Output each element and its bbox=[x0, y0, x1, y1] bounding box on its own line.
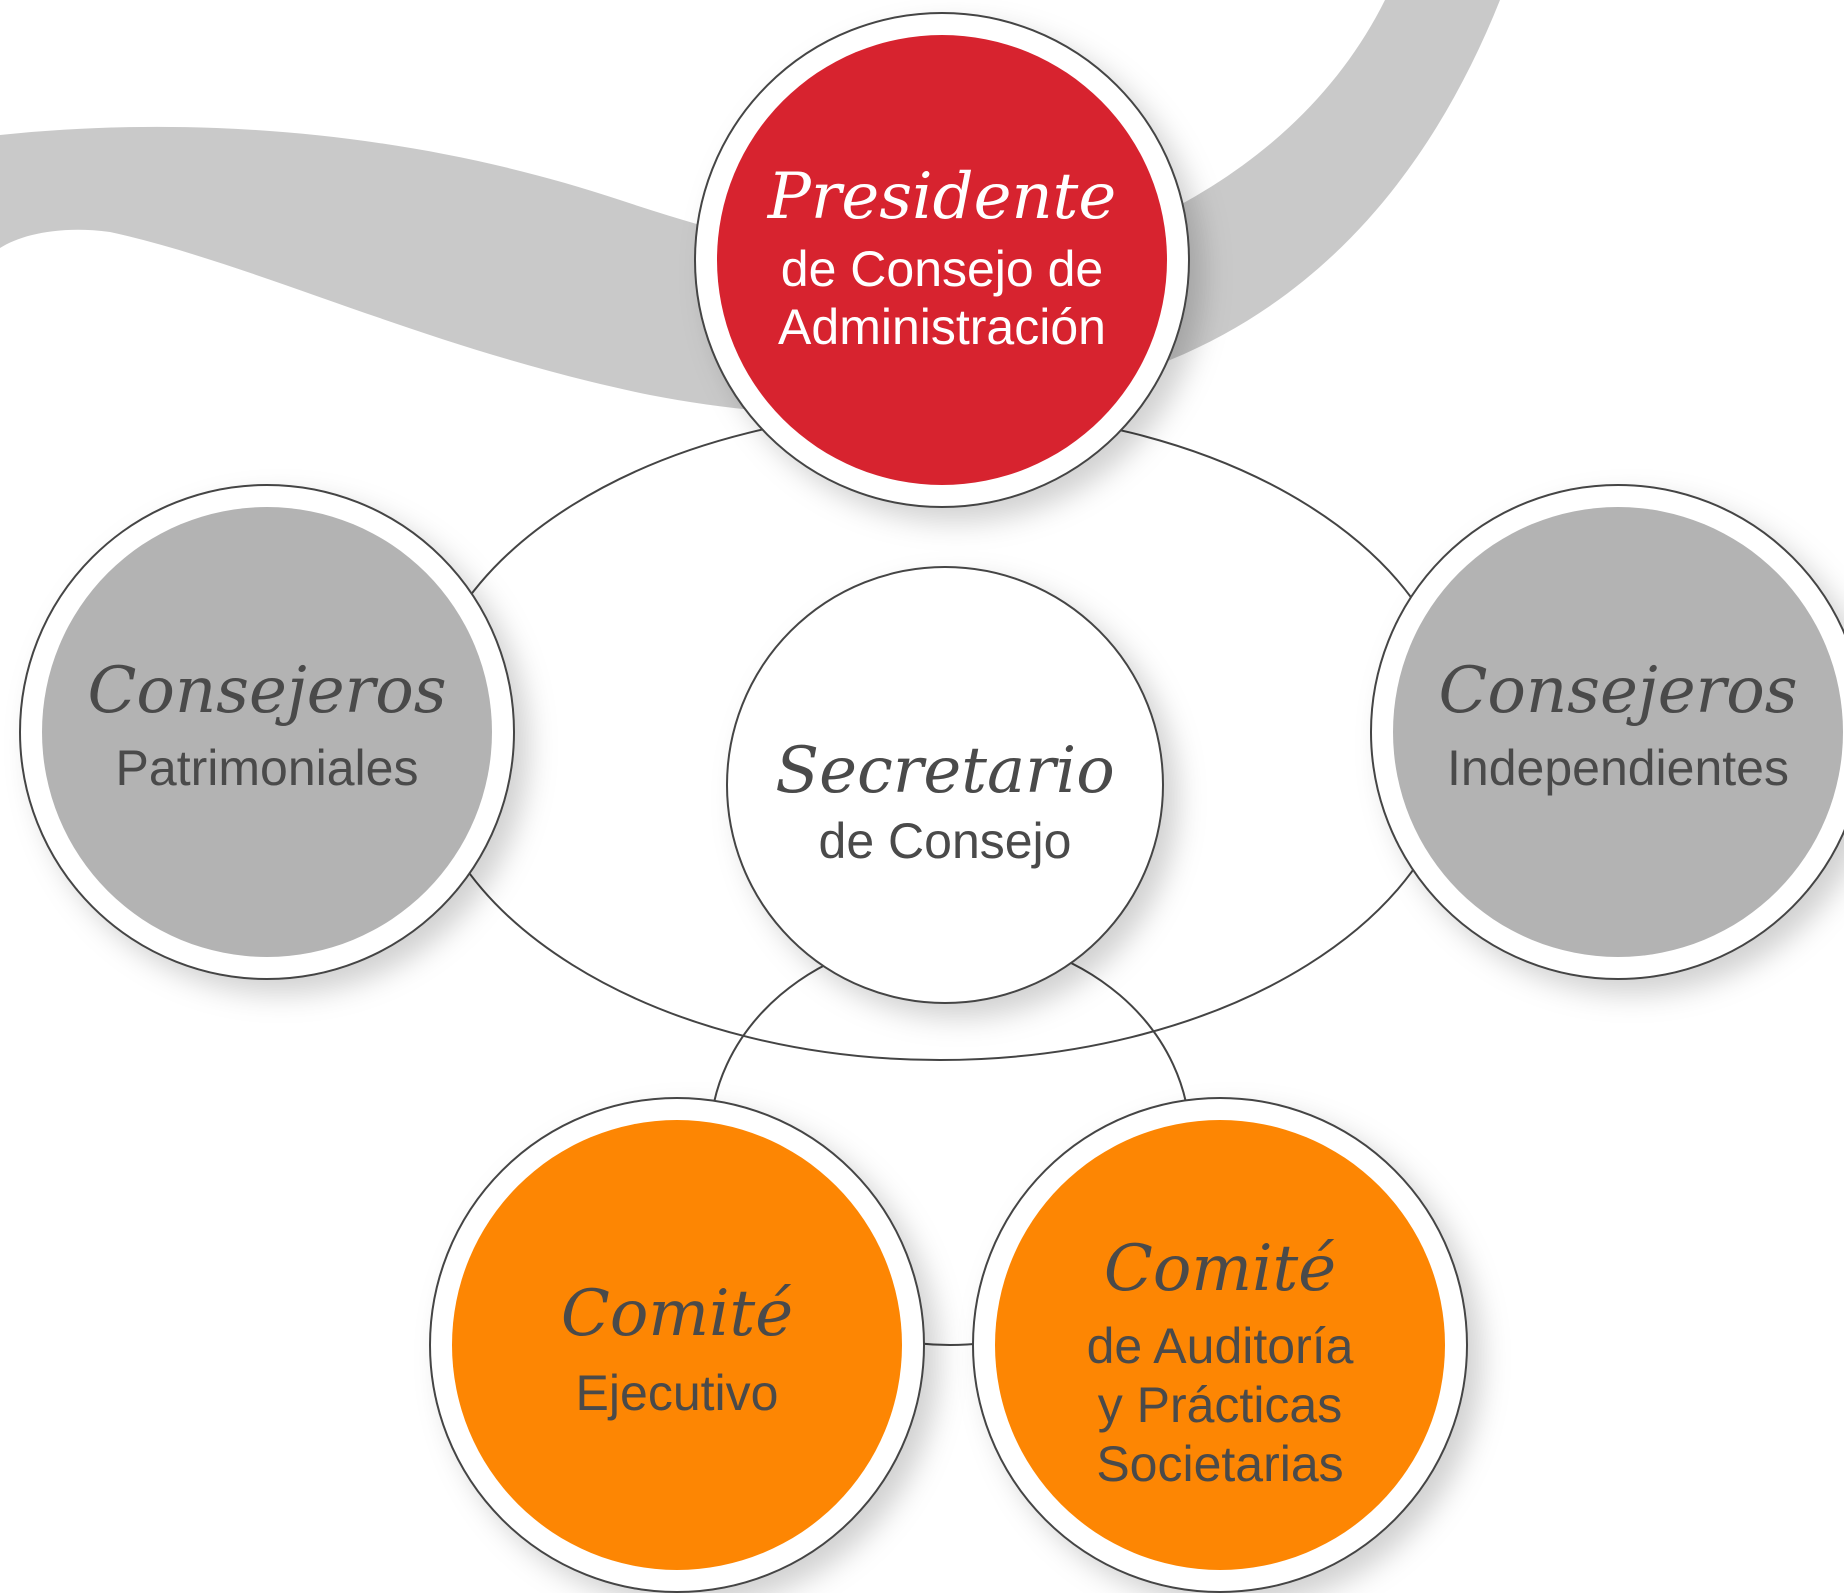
node-independientes-fill bbox=[1393, 507, 1843, 957]
node-secretario-line1: de Consejo bbox=[819, 813, 1072, 869]
node-ejecutivo-fill bbox=[452, 1120, 902, 1570]
node-ejecutivo-line1: Ejecutivo bbox=[576, 1365, 779, 1421]
node-consejeros-independientes: Consejeros Independientes bbox=[1370, 484, 1844, 980]
node-patrimoniales-title: Consejeros bbox=[87, 654, 446, 728]
node-auditoria-line1: de Auditoría bbox=[1087, 1318, 1354, 1374]
node-secretario-circle bbox=[726, 566, 1164, 1004]
node-consejeros-patrimoniales: Consejeros Patrimoniales bbox=[19, 484, 515, 980]
node-presidente: Presidente de Consejo de Administración bbox=[694, 12, 1190, 508]
node-auditoria-fill bbox=[995, 1120, 1445, 1570]
node-auditoria-title: Comité bbox=[1104, 1232, 1336, 1306]
node-patrimoniales-fill bbox=[42, 507, 492, 957]
node-independientes-title: Consejeros bbox=[1438, 654, 1797, 728]
node-presidente-line2: Administración bbox=[778, 299, 1106, 355]
node-comite-ejecutivo: Comité Ejecutivo bbox=[429, 1097, 925, 1593]
node-secretario-title: Secretario bbox=[775, 734, 1115, 808]
node-auditoria-line2: y Prácticas bbox=[1098, 1377, 1343, 1433]
node-secretario: Secretario de Consejo bbox=[726, 566, 1164, 1004]
node-independientes-line1: Independientes bbox=[1447, 740, 1789, 796]
node-auditoria-line3: Societarias bbox=[1096, 1436, 1343, 1492]
node-presidente-line1: de Consejo de bbox=[781, 241, 1103, 297]
node-presidente-fill bbox=[717, 35, 1167, 485]
node-patrimoniales-line1: Patrimoniales bbox=[116, 740, 419, 796]
node-presidente-title: Presidente bbox=[767, 160, 1117, 234]
node-ejecutivo-title: Comité bbox=[561, 1277, 793, 1351]
node-comite-auditoria: Comité de Auditoría y Prácticas Societar… bbox=[972, 1097, 1468, 1593]
